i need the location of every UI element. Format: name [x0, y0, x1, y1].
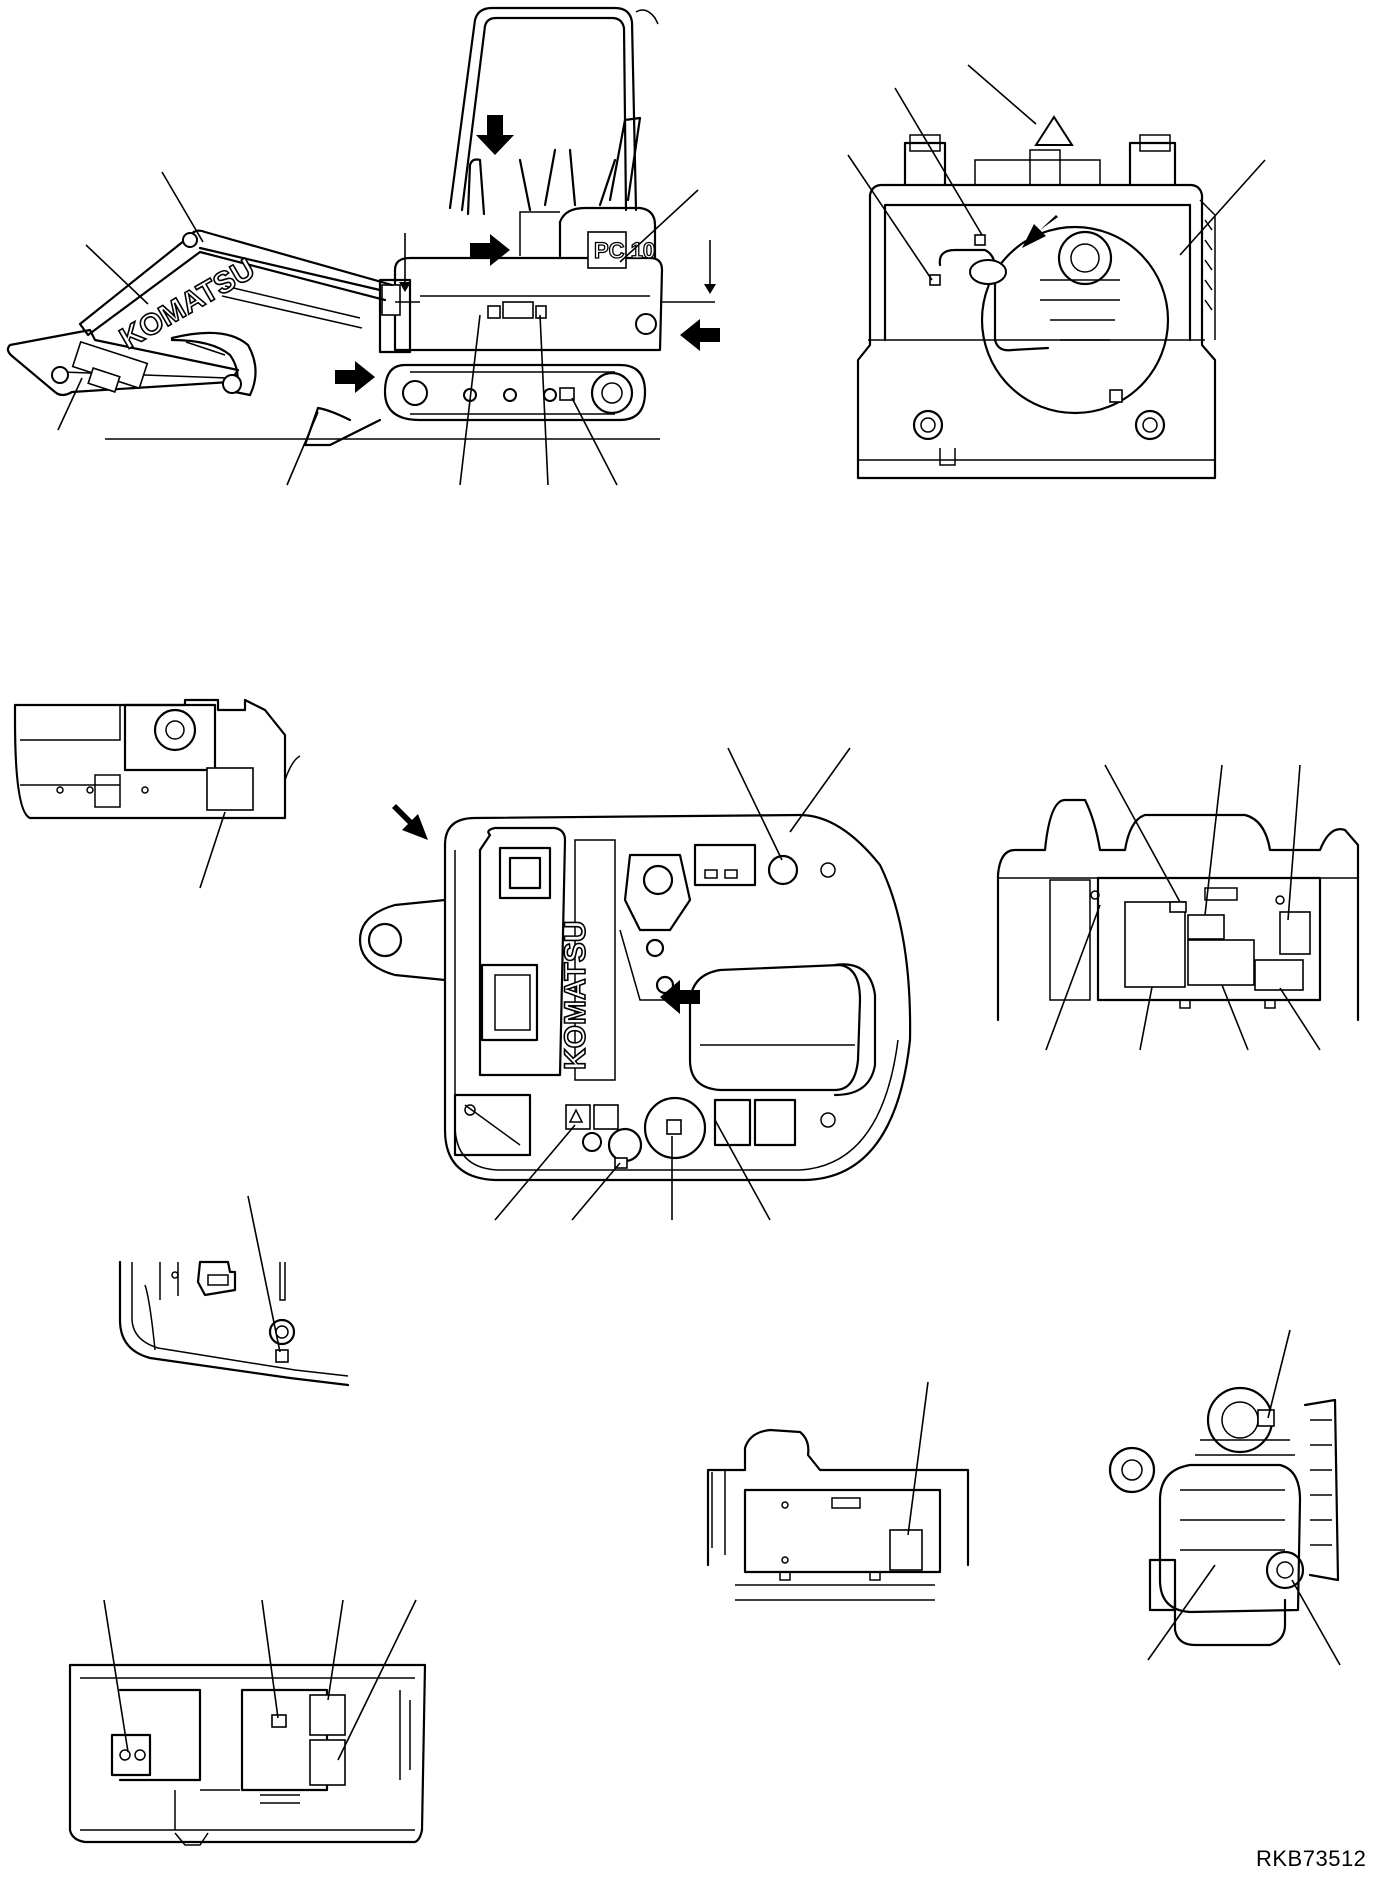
arrow-down-right-icon [392, 804, 428, 840]
arrow-left-icon [660, 980, 700, 1014]
hood-logo: KOMATSU [559, 921, 592, 1070]
side-panel-detail-view [13, 698, 301, 889]
floor-detail-view [118, 1195, 350, 1387]
arrow-down-left-icon [1022, 215, 1058, 248]
arrow-left-icon [680, 319, 720, 351]
model-badge-text: PC 10 [594, 238, 655, 263]
right-side-view [996, 764, 1360, 1051]
drawing-code-label: RKB73512 [1256, 1846, 1367, 1871]
lower-frame-view [68, 1599, 427, 1846]
engine-view [1108, 1329, 1341, 1666]
top-view: KOMATSU [358, 747, 912, 1221]
arrow-right-icon [470, 234, 510, 266]
excavator-side-view: PC 10 KOMATSU [6, 6, 720, 486]
arrow-right-icon [335, 361, 375, 393]
arrow-down-icon [476, 115, 514, 155]
radiator-side-view [706, 1381, 970, 1601]
rear-view [847, 64, 1266, 480]
